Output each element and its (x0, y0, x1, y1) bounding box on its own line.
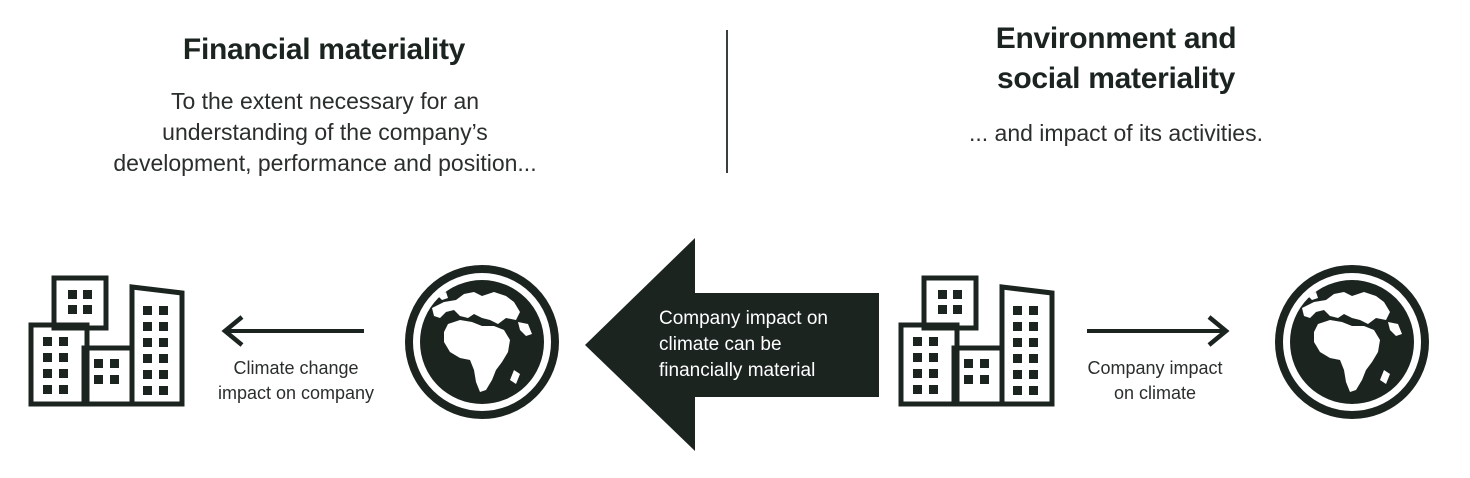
financial-materiality-title: Financial materiality (182, 33, 466, 66)
title-line: Environment and (995, 22, 1237, 55)
climate-change-impact-label: Climate change impact on company (196, 356, 396, 406)
label-line: Climate change (233, 358, 359, 378)
office-buildings-icon (898, 275, 1055, 407)
description-line: development, performance and position... (113, 150, 537, 176)
office-buildings-icon (28, 275, 185, 407)
arrow-icon (1087, 315, 1230, 347)
environment-social-materiality-description: ... and impact of its activities. (968, 120, 1263, 146)
label-line: Company impact on (659, 308, 828, 329)
label-line: climate can be (659, 334, 782, 355)
section-divider (726, 30, 728, 173)
arrow-icon (585, 238, 879, 451)
description-line: To the extent necessary for an (170, 88, 480, 114)
environment-social-materiality-title: Environment and social materiality (930, 19, 1302, 99)
description-line: understanding of the company’s (162, 119, 488, 145)
financial-materiality-description: To the extent necessary for an understan… (70, 86, 580, 179)
label-line: on climate (1113, 383, 1197, 403)
label-line: impact on company (217, 383, 375, 403)
title-line: social materiality (996, 62, 1236, 95)
big-arrow-label: Company impact on climate can be financi… (659, 306, 874, 384)
label-line: financially material (659, 360, 816, 381)
globe-icon (1275, 265, 1429, 419)
label-line: Company impact (1087, 358, 1223, 378)
globe-icon (405, 265, 559, 419)
company-impact-on-climate-label: Company impact on climate (1060, 356, 1250, 406)
arrow-icon (221, 315, 364, 347)
